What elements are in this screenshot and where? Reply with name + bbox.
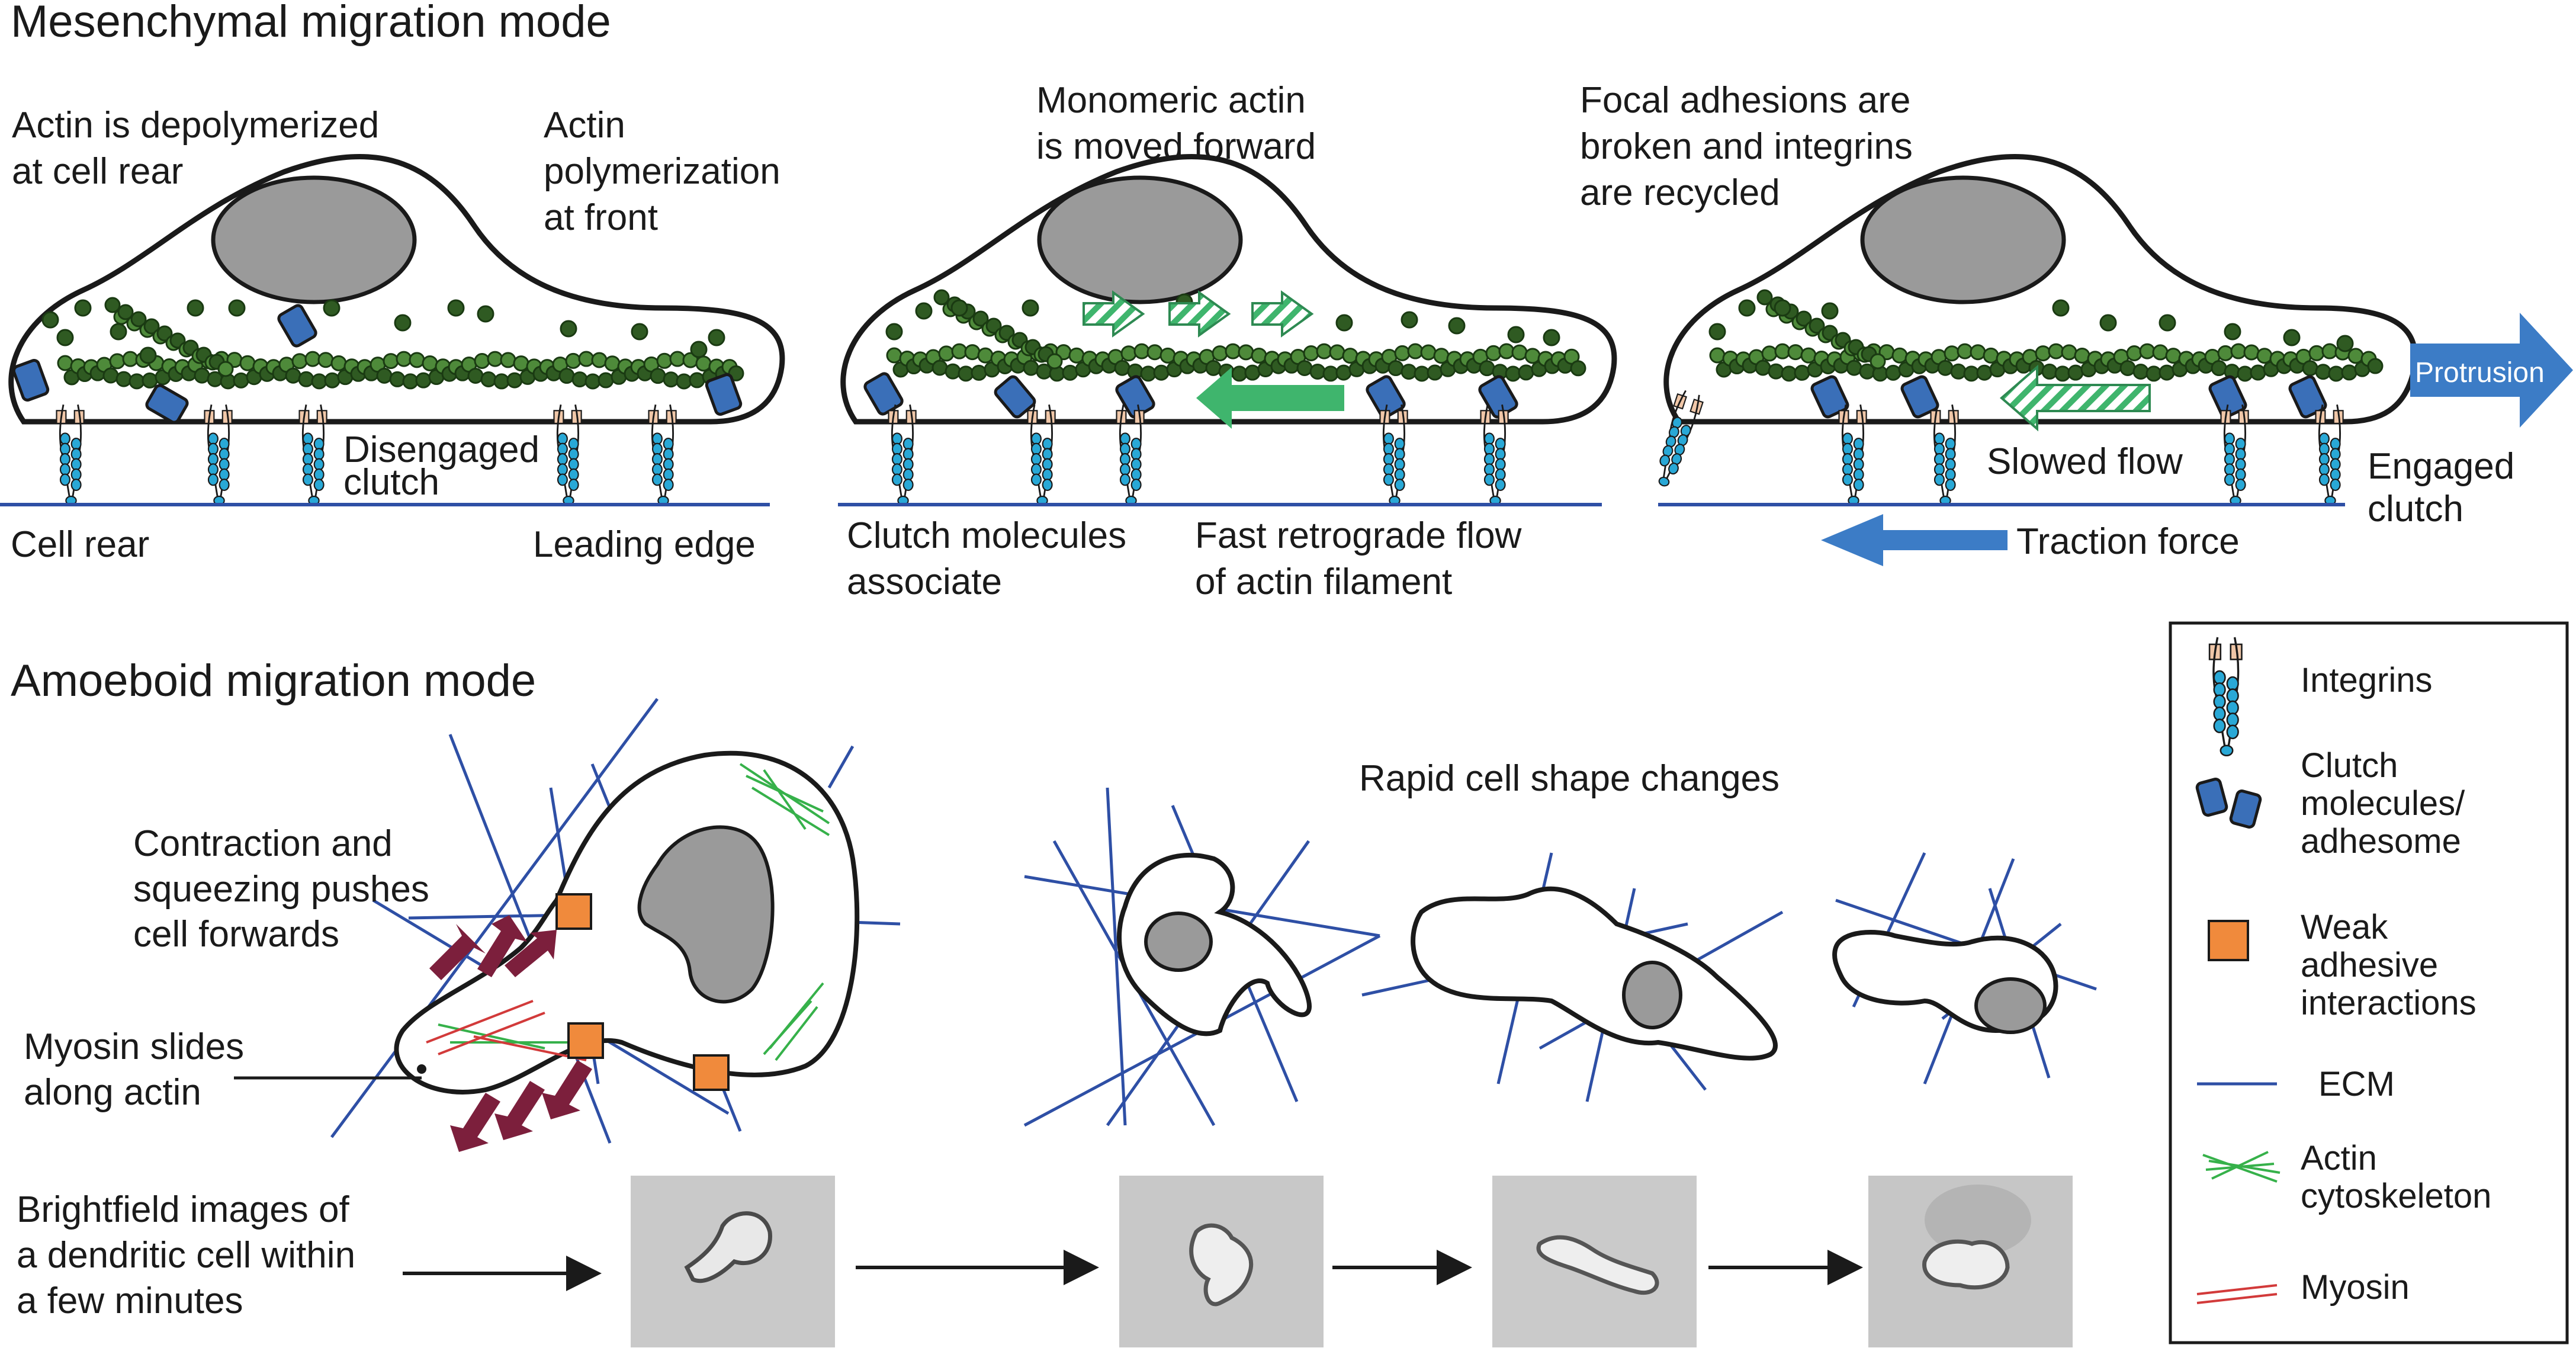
- actin-monomers: [885, 293, 1560, 346]
- integrin-row: [1838, 404, 2344, 506]
- legend-actin-icon: [2202, 1151, 2281, 1183]
- recycled-integrin: [1658, 390, 1704, 487]
- legend-integrins: Integrins: [2301, 661, 2432, 699]
- nucleus: [211, 175, 417, 304]
- amoeboid-title: Amoeboid migration mode: [11, 656, 536, 706]
- legend-myosin-icon: [2196, 1284, 2278, 1304]
- shape-cell-3: [1832, 852, 2097, 1084]
- nucleus: [637, 825, 775, 1004]
- brightfield-image-1: [631, 1176, 835, 1347]
- clutch-molecule: [1366, 375, 1406, 419]
- actin-filament-bundle: [1709, 289, 2384, 382]
- clutch-molecule: [145, 384, 189, 424]
- integrin-row: [888, 404, 1509, 506]
- label-slowed-flow: Slowed flow: [1987, 441, 2183, 482]
- mesenchymal-cell-2: [838, 154, 1617, 506]
- legend-weak-icon: [2208, 920, 2249, 961]
- actin-monomers: [1708, 299, 2354, 352]
- label-protrusion: Protrusion: [2415, 357, 2545, 389]
- traction-arrow: [1821, 514, 2008, 566]
- mesenchymal-cell-1: [0, 154, 785, 506]
- actin-monomers: [41, 299, 725, 364]
- shape-cell-2: [1361, 852, 1784, 1102]
- actin-filament-bundle: [57, 297, 744, 390]
- squeeze-arrows: [429, 915, 592, 1152]
- clutch-molecule: [1900, 375, 1939, 419]
- clutch-molecule: [705, 373, 743, 416]
- brightfield-image-3: [1492, 1176, 1697, 1347]
- legend-integrin-icon: [2208, 637, 2243, 757]
- label-cell-rear: Cell rear: [11, 524, 149, 565]
- fast-retrograde-arrow: [1196, 367, 1344, 429]
- weak-adhesion: [555, 893, 592, 930]
- clutch-molecule: [1810, 375, 1849, 419]
- slowed-flow-arrow: [1999, 364, 2151, 432]
- label-rapid-shape: Rapid cell shape changes: [1359, 758, 1780, 799]
- nucleus: [1037, 175, 1243, 304]
- clutch-molecule: [2208, 375, 2247, 419]
- actin-cytoskeleton-lines: [438, 763, 830, 1061]
- mesenchymal-cell-3: Protrusion: [1658, 154, 2573, 566]
- legend-myosin: Myosin: [2301, 1268, 2410, 1307]
- clutch-molecule: [994, 375, 1036, 419]
- clutch-molecule: [12, 359, 50, 402]
- brightfield-image-4: [1868, 1176, 2073, 1347]
- mesenchymal-title: Mesenchymal migration mode: [11, 0, 611, 47]
- weak-adhesion: [567, 1022, 604, 1059]
- legend-clutch-icon: [2195, 778, 2228, 817]
- weak-adhesion: [693, 1054, 730, 1091]
- clutch-molecule: [863, 372, 904, 416]
- integrin-row: [56, 404, 677, 506]
- label-leading-edge: Leading edge: [533, 524, 756, 565]
- clutch-molecule: [277, 304, 317, 348]
- legend-box: [2169, 621, 2569, 1344]
- myosin-pointer-dot: [417, 1064, 426, 1074]
- shape-cell-1: [1023, 787, 1381, 1127]
- monomer-forward-arrows: [1083, 290, 1314, 338]
- nucleus: [1860, 175, 2066, 304]
- brightfield-image-2: [1119, 1176, 1324, 1347]
- legend-clutch-icon: [2229, 789, 2262, 829]
- legend-ecm: ECM: [2318, 1065, 2395, 1103]
- label-traction: Traction force: [2016, 521, 2240, 562]
- protrusion-arrow: [2410, 313, 2573, 428]
